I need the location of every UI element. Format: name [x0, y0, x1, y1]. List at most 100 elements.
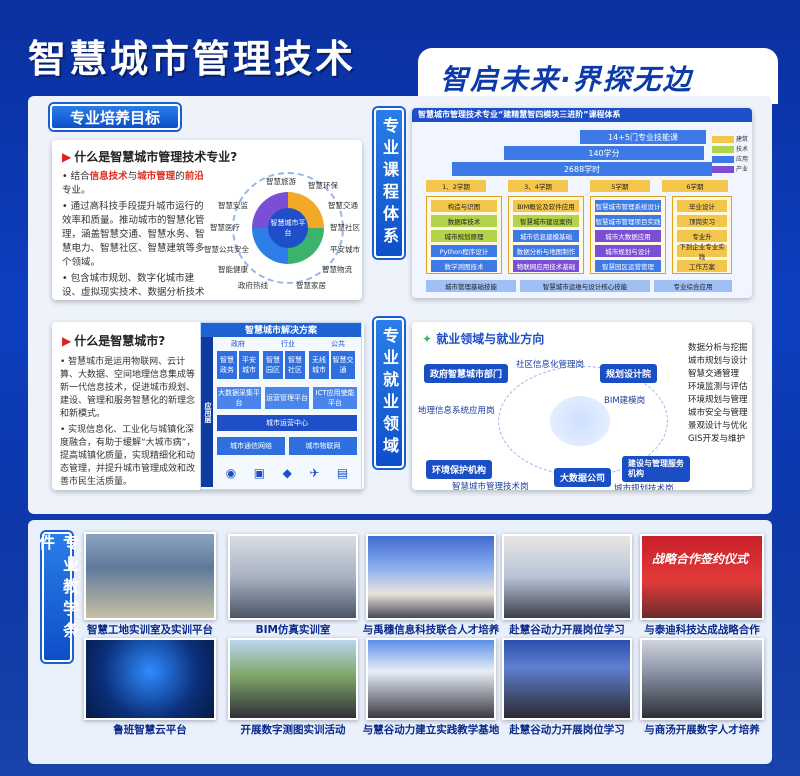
trash-icon: ▤	[336, 466, 349, 480]
section-title-career: 专业就业领域	[374, 318, 404, 468]
caption-9: 赴慧谷动力开展岗位学习	[509, 724, 625, 736]
wheel-label-4: 智慧交通	[328, 201, 358, 210]
goal-bullet-2: • 通过高科技手段提升城市运行的效率和质量。推动城市的智慧化管理，涵盖智慧交通、…	[62, 201, 205, 268]
c1-3: 城市规划原理	[431, 230, 497, 242]
sol-ops-center: 城市运营中心	[217, 415, 357, 431]
b1-r3: 前沿	[184, 171, 204, 182]
car-icon: ◆	[282, 466, 292, 480]
career-text-3: BIM建模岗	[604, 396, 646, 406]
sol-col-2: 行业	[281, 340, 295, 348]
wheel-label-10: 智慧物流	[322, 265, 352, 274]
term-3: 5学期	[590, 180, 650, 192]
course-col-3: 智慧城市管理系统设计 智慧城市管理项目实践 城市大数据应用 城市规划与设计 智慧…	[590, 196, 666, 274]
career-title: ✦ 就业领域与就业方向	[422, 330, 544, 347]
sol-network-1: 城市通信网络	[217, 437, 285, 455]
c2-5: 物联网应用技术基础	[513, 260, 579, 272]
course-foot-2: 智慧城市运维与设计核心技能	[520, 280, 650, 292]
course-col-2: BIM概论及软件应用 智慧城市建设案例 城市信息建模基础 数据分析与地图制作 物…	[508, 196, 584, 274]
c3-4: 城市规划与设计	[595, 245, 661, 257]
career-item-4: 环境监测与评估	[688, 382, 748, 392]
sol-box-2: 平安城市	[239, 351, 259, 379]
sol-box-6: 智慧交通	[331, 351, 355, 379]
section-title-teach: 专业教学条件	[36, 532, 79, 662]
course-col-4: 毕业设计 顶岗实习 专业升 下到企业专业实践 工作方案	[672, 196, 732, 274]
photo-7	[228, 638, 358, 720]
smart-city-question-text: 什么是智慧城市?	[74, 334, 166, 348]
c2-3: 城市信息建模基础	[513, 230, 579, 242]
course-bar-1: 14+5门专业技能课	[580, 130, 706, 144]
b4-text: 智慧城市是运用物联网、云计算、大数据、空间地理信息集成等新一代信息技术，促进城市…	[60, 357, 196, 419]
course-bar-3: 2688学时	[452, 162, 712, 176]
career-item-3: 智慧交通管理	[688, 369, 740, 379]
course-col-1: 构造与识图 数据库技术 城市规划原理 Python程序设计 数学测图技术	[426, 196, 502, 274]
sol-box-5: 无线城市	[309, 351, 329, 379]
b1-r2: 城市管理	[137, 171, 176, 182]
legend-label-4: 产业	[736, 166, 749, 173]
legend-label-1: 建筑	[736, 136, 749, 143]
b1-post: 专业。	[62, 185, 91, 196]
course-bar-2: 140学分	[504, 146, 704, 160]
legend-swatch-3	[712, 156, 734, 163]
photo-8	[366, 638, 496, 720]
career-text-1: 社区信息化管理岗	[516, 360, 585, 370]
course-foot-3: 专业综合应用	[654, 280, 732, 292]
c3-3: 城市大数据应用	[595, 230, 661, 242]
career-title-text: 就业领域与就业方向	[436, 332, 545, 346]
career-card: ✦ 就业领域与就业方向 政府智慧城市部门 规划设计院 环境保护机构 大数据公司 …	[412, 322, 752, 490]
smart-city-bullets: • 智慧城市是运用物联网、云计算、大数据、空间地理信息集成等新一代信息技术，促进…	[60, 356, 200, 489]
legend-swatch-1	[712, 136, 734, 143]
sol-platform-1: 大数据采集平台	[217, 387, 261, 409]
sensor-icons: ◉ ▣ ◆ ✈ ▤	[217, 463, 357, 483]
career-item-1: 数据分析与挖掘	[688, 343, 748, 353]
caption-3: 与禹穗信息科技联合人才培养	[362, 624, 500, 636]
camera-icon: ◉	[225, 466, 237, 480]
career-label-5: 建设与管理服务机构	[622, 456, 690, 482]
c4-2: 顶岗实习	[677, 215, 727, 227]
c4-3: 专业升	[677, 230, 727, 242]
slogan-box	[418, 48, 778, 104]
b1-pre: 结合	[70, 171, 90, 182]
photo-3	[366, 534, 496, 620]
plane-icon: ✈	[309, 466, 320, 480]
wheel-label-7: 智慧公共安全	[204, 245, 249, 254]
wheel-label-1: 智慧旅游	[266, 177, 296, 186]
legend-swatch-4	[712, 166, 734, 173]
goal-question: ▶什么是智慧城市管理技术专业?	[62, 148, 237, 165]
b5-text: 实现信息化、工业化与城镇化深度融合，有助于缓解“大城市病”，提高城镇化质量，实现…	[60, 425, 196, 487]
sol-platform-2: 运营管理平台	[265, 387, 309, 409]
wheel-label-2: 智慧环保	[308, 181, 338, 190]
course-foot-1: 城市管理基础技能	[426, 280, 516, 292]
c1-2: 数据库技术	[431, 215, 497, 227]
smart-city-bullet-2: • 实现信息化、工业化与城镇化深度融合，有助于缓解“大城市病”，提高城镇化质量，…	[60, 425, 196, 487]
b1-mid: 与	[127, 171, 138, 182]
caption-4: 赴慧谷动力开展岗位学习	[509, 624, 625, 636]
solution-diagram: 智慧城市解决方案 应用层 政府 行业 公共 智慧政务 平安城市 智慧园区 智慧社…	[200, 322, 362, 490]
sol-col-1: 政府	[231, 340, 245, 348]
sol-box-3: 智慧园区	[263, 351, 283, 379]
triangle-icon: ▶	[62, 334, 72, 348]
career-label-2: 规划设计院	[600, 364, 658, 383]
sol-network-2: 城市物联网	[289, 437, 357, 455]
slogan: 智启未来·界探无边	[440, 63, 693, 96]
wheel-label-5: 智慧医疗	[210, 223, 240, 232]
b3-text: 包含城市规划、数字化城市建设、虚拟现实技术、数据分析技术及人工智能技术等多方面的…	[62, 273, 205, 298]
career-text-4: 智慧城市管理技术岗	[452, 482, 529, 490]
c3-2: 智慧城市管理项目实践	[595, 215, 661, 227]
c3-1: 智慧城市管理系统设计	[595, 200, 661, 212]
career-item-8: GIS开发与维护	[688, 434, 745, 444]
wheel-label-6: 智慧社区	[330, 223, 360, 232]
caption-1: 智慧工地实训室及实训平台	[87, 624, 213, 636]
c2-1: BIM概论及软件应用	[513, 200, 579, 212]
page-title: 智慧城市管理技术	[28, 37, 357, 81]
sol-box-4: 智慧社区	[285, 351, 305, 379]
c4-4: 下到企业专业实践	[677, 243, 727, 261]
caption-7: 开展数字测图实训活动	[240, 724, 346, 736]
term-2: 3、4学期	[508, 180, 568, 192]
c1-5: 数学测图技术	[431, 260, 497, 272]
photo-4	[502, 534, 632, 620]
b2-text: 通过高科技手段提升城市运行的效率和质量。推动城市的智慧化管理，涵盖智慧交通、智慧…	[62, 201, 205, 268]
caption-5: 与泰迪科技达成战略合作	[644, 624, 760, 636]
career-label-1: 政府智慧城市部门	[424, 364, 509, 383]
smart-city-bullet-1: • 智慧城市是运用物联网、云计算、大数据、空间地理信息集成等新一代信息技术，促进…	[60, 357, 196, 419]
course-title: 智慧城市管理技术专业“建精慧智四模块三进阶”课程体系	[412, 108, 752, 122]
